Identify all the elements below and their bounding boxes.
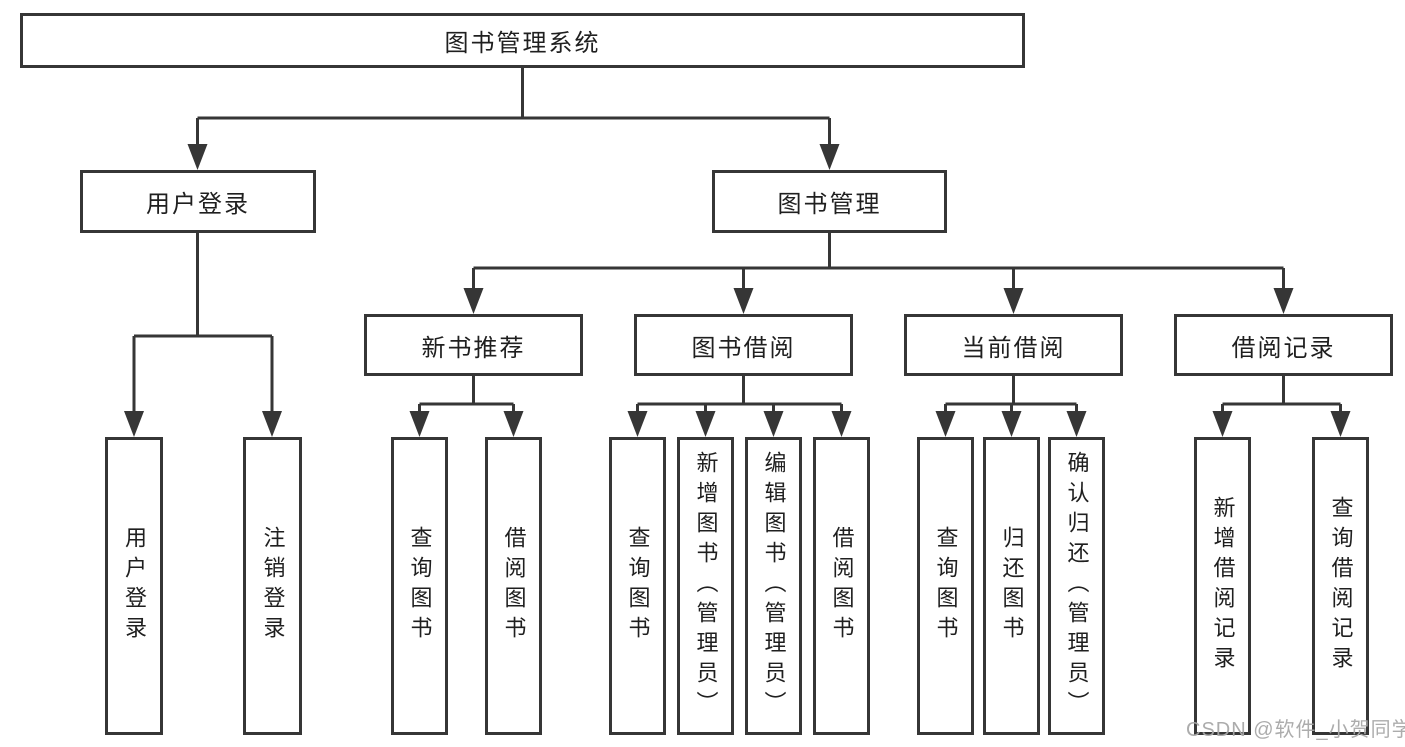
arrow-down-icon <box>627 411 648 437</box>
arrow-down-icon <box>463 288 484 314</box>
node-label: 借阅记录 <box>1231 334 1336 362</box>
leaf-label: 借阅图书 <box>501 526 527 646</box>
arrow-down-icon <box>935 411 956 437</box>
node-label: 新书推荐 <box>421 334 526 362</box>
leaf-query-books-borrowing: 查询图书 <box>609 437 666 735</box>
node-label: 当前借阅 <box>961 334 1066 362</box>
arrow-down-icon <box>262 411 282 437</box>
watermark: CSDN @软件_小贺同学 <box>1186 719 1405 741</box>
node-book-management: 图书管理 <box>712 170 947 233</box>
arrow-down-icon <box>1001 411 1022 437</box>
node-user-login: 用户登录 <box>80 170 316 233</box>
leaf-user-login: 用户登录 <box>105 437 163 735</box>
leaf-label: 借阅图书 <box>829 526 855 646</box>
arrow-down-icon <box>124 411 144 437</box>
leaf-label: 注销登录 <box>260 526 286 646</box>
arrow-down-icon <box>503 411 524 437</box>
leaf-label: 查询借阅记录 <box>1328 496 1354 676</box>
node-current-borrowing: 当前借阅 <box>904 314 1123 376</box>
leaf-add-books-admin: 新增图书（管理员） <box>677 437 734 735</box>
arrow-down-icon <box>1273 288 1294 314</box>
leaf-return-books: 归还图书 <box>983 437 1040 735</box>
leaf-label: 编辑图书（管理员） <box>761 451 787 721</box>
node-label: 用户登录 <box>146 191 250 218</box>
connector-group <box>132 68 1342 413</box>
leaf-label: 新增借阅记录 <box>1210 496 1236 676</box>
leaf-query-books-recommend: 查询图书 <box>391 437 448 735</box>
arrow-down-icon <box>1330 411 1351 437</box>
node-label: 图书管理系统 <box>444 30 601 57</box>
arrow-down-icon <box>409 411 430 437</box>
node-library-management-system: 图书管理系统 <box>20 13 1025 68</box>
arrow-down-icon <box>763 411 784 437</box>
leaf-edit-books-admin: 编辑图书（管理员） <box>745 437 802 735</box>
leaf-label: 用户登录 <box>122 526 147 646</box>
arrow-down-icon <box>1003 288 1024 314</box>
leaf-borrow-books-recommend: 借阅图书 <box>485 437 542 735</box>
arrow-down-icon <box>1066 411 1087 437</box>
leaf-label: 查询图书 <box>625 526 651 646</box>
node-borrowing-records: 借阅记录 <box>1174 314 1393 376</box>
arrow-down-icon <box>695 411 716 437</box>
leaf-label: 查询图书 <box>933 526 959 646</box>
arrow-down-icon <box>733 288 754 314</box>
node-new-book-recommendation: 新书推荐 <box>364 314 583 376</box>
arrow-down-icon <box>831 411 852 437</box>
leaf-confirm-return-admin: 确认归还（管理员） <box>1048 437 1105 735</box>
node-book-borrowing: 图书借阅 <box>634 314 853 376</box>
node-label: 图书借阅 <box>691 334 796 362</box>
leaf-label: 归还图书 <box>999 526 1025 646</box>
leaf-borrow-books-borrowing: 借阅图书 <box>813 437 870 735</box>
arrow-down-icon <box>819 144 840 170</box>
leaf-logout: 注销登录 <box>243 437 302 735</box>
arrowheads-group <box>124 144 1351 437</box>
arrow-down-icon <box>1212 411 1233 437</box>
leaf-query-borrow-record: 查询借阅记录 <box>1312 437 1369 735</box>
leaf-label: 确认归还（管理员） <box>1064 451 1090 721</box>
node-label: 图书管理 <box>777 191 882 218</box>
arrow-down-icon <box>187 144 208 170</box>
leaf-add-borrow-record: 新增借阅记录 <box>1194 437 1251 735</box>
leaf-label: 新增图书（管理员） <box>693 451 719 721</box>
leaf-query-books-current: 查询图书 <box>917 437 974 735</box>
leaf-label: 查询图书 <box>407 526 433 646</box>
